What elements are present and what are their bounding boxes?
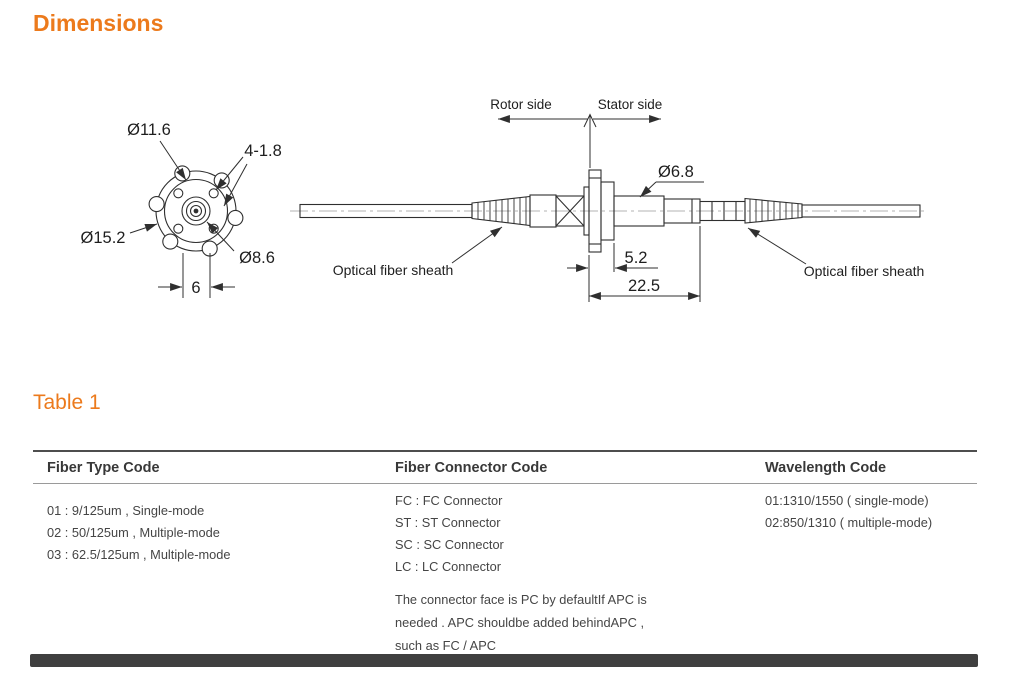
table-title: Table 1 [33, 391, 101, 414]
optical-fiber-sheath-label-right: Optical fiber sheath [804, 263, 925, 279]
connector-note: The connector face is PC by defaultIf AP… [395, 588, 751, 657]
fiber-connector-row: SC : SC Connector [395, 537, 504, 552]
stator-side-label: Stator side [598, 97, 663, 112]
spec-table-header-row: Fiber Type Code Fiber Connector Code Wav… [33, 452, 977, 484]
spec-table: Fiber Type Code Fiber Connector Code Wav… [33, 450, 977, 657]
fiber-type-row: 02 : 50/125um , Multiple-mode [47, 525, 220, 540]
wavelength-row: 01:1310/1550 ( single-mode) [765, 493, 929, 508]
connector-note-line: such as FC / APC [395, 638, 496, 653]
wavelength-cell: 01:1310/1550 ( single-mode) 02:850/1310 … [751, 484, 977, 657]
fiber-connector-row: ST : ST Connector [395, 515, 501, 530]
dim-flange-width: 5.2 [625, 249, 648, 267]
fiber-connector-row: LC : LC Connector [395, 559, 501, 574]
fiber-connector-row: FC : FC Connector [395, 493, 503, 508]
col-header-wavelength: Wavelength Code [765, 460, 887, 476]
col-header-fiber-type: Fiber Type Code [47, 460, 160, 476]
end-view-leaders [129, 140, 248, 298]
dim-mount-holes: 4-1.8 [244, 142, 282, 160]
side-view [290, 169, 928, 253]
dim-key-width: 6 [191, 279, 200, 297]
optical-fiber-sheath-label-left: Optical fiber sheath [333, 262, 454, 278]
dim-flange-hole-circle: Ø11.6 [127, 121, 171, 139]
fiber-connector-cell: FC : FC Connector ST : ST Connector SC :… [381, 484, 751, 657]
page-footer-bar [30, 654, 978, 667]
connector-note-line: needed . APC shouldbe added behindAPC , [395, 615, 645, 630]
page-title-dimensions: Dimensions [33, 10, 164, 36]
end-view [148, 165, 244, 257]
dimension-drawing: Ø11.6 4-1.8 Ø15.2 Ø8.6 6 [81, 97, 928, 302]
fiber-type-cell: 01 : 9/125um , Single-mode 02 : 50/125um… [33, 484, 381, 657]
dim-body-length: 22.5 [628, 277, 660, 295]
fiber-type-row: 01 : 9/125um , Single-mode [47, 503, 205, 518]
side-view-annotations [451, 113, 807, 302]
connector-note-line: The connector face is PC by defaultIf AP… [395, 592, 647, 607]
wavelength-row: 02:850/1310 ( multiple-mode) [765, 515, 933, 530]
col-header-fiber-connector: Fiber Connector Code [395, 460, 548, 476]
dim-flange-od: Ø15.2 [81, 229, 126, 247]
rotor-side-label: Rotor side [490, 97, 552, 112]
dim-ferrule-od: Ø8.6 [239, 249, 275, 267]
fiber-type-row: 03 : 62.5/125um , Multiple-mode [47, 547, 231, 562]
dim-body-od: Ø6.8 [658, 163, 694, 181]
spec-table-body: 01 : 9/125um , Single-mode 02 : 50/125um… [33, 484, 977, 657]
